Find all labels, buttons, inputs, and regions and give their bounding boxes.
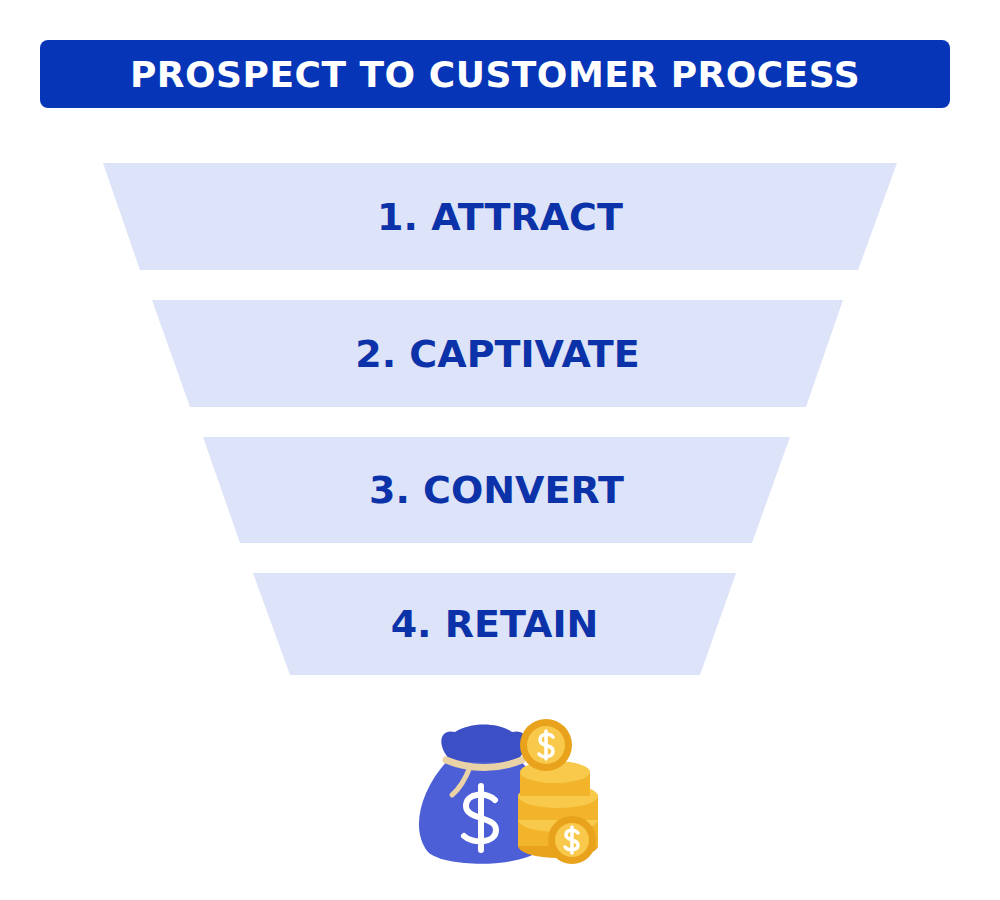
funnel-band: 3. CONVERT (203, 437, 790, 543)
title-bar: PROSPECT TO CUSTOMER PROCESS (40, 40, 950, 108)
coin (518, 834, 598, 858)
band-fill (103, 163, 897, 270)
money-bag (419, 760, 548, 864)
coin-face (527, 726, 565, 764)
coin (520, 761, 590, 783)
coin (548, 816, 596, 864)
funnel-band: 4. RETAIN (253, 573, 736, 675)
coin (518, 784, 598, 808)
coin (518, 808, 598, 832)
coin-face (555, 823, 589, 857)
coin (520, 772, 590, 796)
dollar-symbol (464, 786, 496, 850)
coin-stack (518, 761, 598, 858)
bag-neck (441, 725, 526, 763)
coin (520, 719, 572, 771)
band-fill (152, 300, 843, 407)
stage-label: 4. RETAIN (391, 602, 599, 646)
stage-label: 3. CONVERT (369, 468, 624, 512)
band-fill (253, 573, 736, 675)
title-text: PROSPECT TO CUSTOMER PROCESS (130, 54, 860, 95)
dollar-symbol (539, 731, 553, 759)
bag-rope (446, 760, 522, 768)
coin (518, 820, 598, 846)
funnel-band: 1. ATTRACT (103, 163, 897, 270)
standing-coin (520, 719, 572, 771)
band-fill (203, 437, 790, 543)
stage-label: 2. CAPTIVATE (355, 332, 639, 376)
funnel-band: 2. CAPTIVATE (152, 300, 843, 407)
dollar-symbol (565, 827, 578, 853)
stage-label: 1. ATTRACT (377, 195, 623, 239)
front-coin (548, 816, 596, 864)
coin (518, 796, 598, 820)
bag-rope-end (452, 767, 470, 795)
